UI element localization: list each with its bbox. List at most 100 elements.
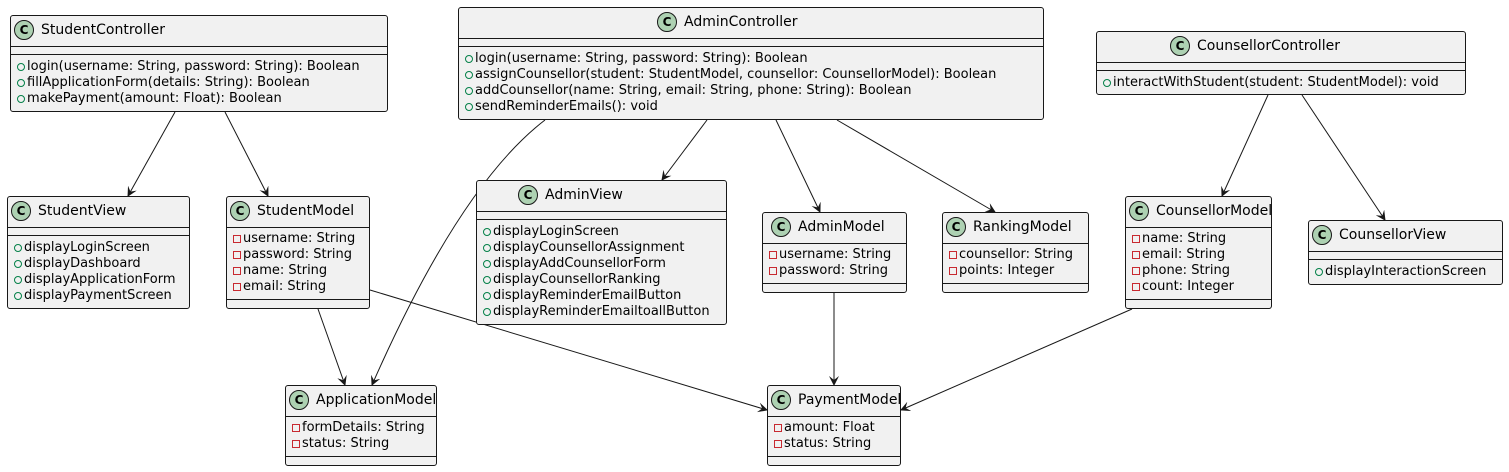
divider [768,416,900,417]
methods-section [763,284,906,291]
method-row-text: login(username: String, password: String… [27,59,360,74]
class-name: PaymentModel [798,392,902,408]
attribute-row-text: count: Integer [1142,279,1234,294]
attributes-section [1309,252,1502,259]
method-row: displayReminderEmailButton [477,288,726,304]
relation-counsellor-controller-to-counsellor-view [1301,94,1386,221]
attribute-row-text: email: String [1142,247,1226,262]
relation-student-model-to-application-model [317,308,347,386]
method-row-text: displayDashboard [24,256,141,271]
divider [11,54,387,55]
public-visibility-icon [14,260,22,268]
private-visibility-icon [233,283,241,291]
method-row: addCounsellor(name: String, email: Strin… [459,83,1043,99]
class-header: C StudentModel [227,197,369,227]
class-name: AdminModel [798,219,885,235]
method-row-text: displayPaymentScreen [24,288,172,303]
attribute-row-text: status: String [302,436,390,451]
method-row-text: displayCounsellorAssignment [493,240,685,255]
method-row-text: displayReminderEmailButton [493,288,682,303]
public-visibility-icon [1315,268,1323,276]
attribute-row-text: password: String [779,263,889,278]
method-row: sendReminderEmails(): void [459,99,1043,115]
attribute-row: name: String [1126,231,1271,247]
relation-admin-controller-to-application-model [371,119,546,386]
method-row-text: addCounsellor(name: String, email: Strin… [475,83,912,98]
class-header: C ApplicationModel [286,386,436,416]
divider [8,235,189,236]
relation-counsellor-model-to-payment-model [900,308,1133,411]
method-row-text: displayAddCounsellorForm [493,256,666,271]
class-name: StudentModel [257,203,355,219]
class-name: CounsellorController [1197,38,1340,54]
attribute-row: status: String [286,436,436,452]
attribute-row: count: Integer [1126,279,1271,295]
public-visibility-icon [483,308,491,316]
method-row: displayApplicationForm [8,272,189,288]
public-visibility-icon [14,276,22,284]
attribute-row-text: name: String [243,263,328,278]
private-visibility-icon [1132,283,1140,291]
attribute-row: amount: Float [768,420,900,436]
divider [1126,299,1271,300]
methods-section: interactWithStudent(student: StudentMode… [1097,71,1465,91]
private-visibility-icon [949,267,957,275]
method-row: interactWithStudent(student: StudentMode… [1097,75,1465,91]
relation-admin-controller-to-ranking-model [836,119,996,213]
class-stereotype-icon: C [230,201,250,221]
method-row-text: displayApplicationForm [24,272,176,287]
attributes-section [477,212,726,219]
class-stereotype-icon: C [289,390,309,410]
relation-admin-controller-to-admin-model [775,119,821,213]
relation-counsellor-controller-to-counsellor-model [1221,94,1269,197]
method-row-text: displayInteractionScreen [1325,264,1487,279]
attribute-row-text: status: String [784,436,872,451]
divider [227,299,369,300]
attribute-row: phone: String [1126,263,1271,279]
attribute-row: counsellor: String [943,247,1088,263]
methods-section [943,284,1088,291]
private-visibility-icon [1132,267,1140,275]
relation-student-controller-to-student-view [127,111,176,197]
public-visibility-icon [465,103,473,111]
public-visibility-icon [17,95,25,103]
attribute-row: status: String [768,436,900,452]
divider [943,243,1088,244]
method-row: displayCounsellorRanking [477,272,726,288]
method-row-text: makePayment(amount: Float): Boolean [27,91,282,106]
private-visibility-icon [233,251,241,259]
class-name: CounsellorView [1339,227,1447,243]
divider [1126,227,1271,228]
public-visibility-icon [17,79,25,87]
divider [1097,62,1465,63]
divider [286,416,436,417]
class-name: ApplicationModel [316,392,437,408]
attribute-row: email: String [227,279,369,295]
class-name: CounsellorModel [1156,203,1273,219]
method-row: displayPaymentScreen [8,288,189,304]
divider [1309,251,1502,252]
divider [768,456,900,457]
class-name: RankingModel [973,219,1072,235]
